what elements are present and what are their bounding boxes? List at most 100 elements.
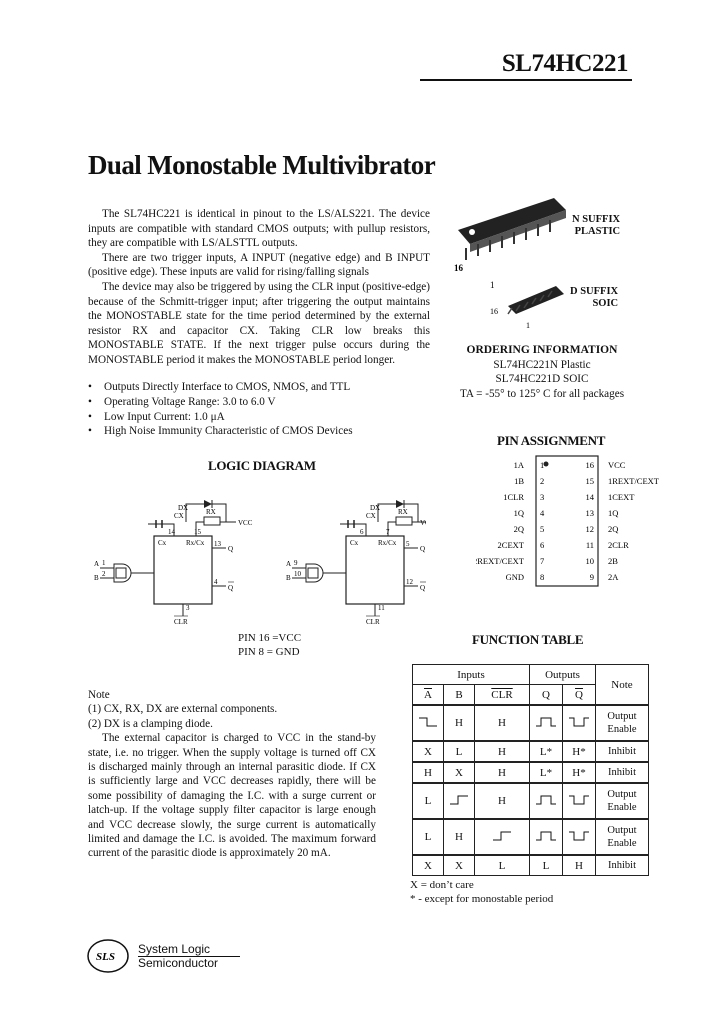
pin1-marker	[543, 461, 549, 467]
pin-name-left: 1B	[514, 476, 524, 486]
table-cell-note: Output Enable	[595, 782, 649, 820]
pin-label: 14	[168, 528, 176, 536]
table-cell-a: L	[412, 818, 444, 856]
logic-diagram-heading: LOGIC DIAGRAM	[208, 458, 316, 473]
col-qbar: Q	[562, 684, 596, 706]
pin-name-right: VCC	[608, 460, 626, 470]
pin-label: 2	[102, 570, 106, 578]
pin-number-left: 5	[540, 524, 544, 534]
description: The SL74HC221 is identical in pinout to …	[88, 207, 430, 368]
col-q: Q	[529, 684, 563, 706]
pin-number-right: 16	[586, 460, 595, 470]
table-cell-q	[529, 818, 563, 856]
table-cell-clr: H	[474, 740, 530, 763]
table-cell-clr: L	[474, 854, 530, 876]
n-suffix: N SUFFIX PLASTIC	[572, 214, 620, 238]
pin-name-left: 2REXT/CEXT	[476, 556, 525, 566]
n-suffix-type: PLASTIC	[574, 226, 621, 237]
cx-label: CX	[366, 512, 376, 520]
note-section: Note (1) CX, RX, DX are external compone…	[88, 688, 376, 861]
logic-diagram: DX CX RX VCC 14 15 Cx Rx/Cx A B 1 2 13 Q…	[94, 500, 426, 626]
ic-body	[535, 455, 599, 587]
table-cell-qb: H*	[562, 761, 596, 784]
monostable-unit-2: DX CX RX VCC 6 7 Cx Rx/Cx A B 9 10 5 Q 1…	[286, 500, 426, 626]
pin-label: 13	[214, 540, 222, 548]
table-cell-note: Inhibit	[595, 740, 649, 763]
ordering-information: ORDERING INFORMATION SL74HC221N Plastic …	[446, 343, 638, 401]
table-cell-note: Output Enable	[595, 704, 649, 742]
table-cell-note: Inhibit	[595, 761, 649, 784]
pin-number-right: 14	[586, 492, 595, 502]
pin-name-left: 2CEXT	[498, 540, 525, 550]
table-cell-clr	[474, 818, 530, 856]
pin-number-left: 8	[540, 572, 544, 582]
page-title: Dual Monostable Multivibrator	[88, 150, 436, 180]
b-input-label: B	[94, 574, 99, 582]
pin-power-note: PIN 16 =VCC PIN 8 = GND	[238, 632, 301, 659]
resistor-rx	[395, 516, 413, 526]
d-suffix: D SUFFIX SOIC	[570, 286, 618, 310]
rxcx-input-label: Rx/Cx	[186, 539, 205, 547]
vcc-label: VCC	[420, 519, 426, 527]
pin-label: 7	[386, 528, 390, 536]
company-name: System Logic Semiconductor	[138, 943, 241, 970]
table-cell-qb	[562, 818, 596, 856]
pin16-label: 16	[454, 263, 464, 273]
legend-except: * - except for monostable period	[410, 892, 554, 905]
table-cell-clr: H	[474, 761, 530, 784]
feature-item: Outputs Directly Interface to CMOS, NMOS…	[88, 380, 430, 395]
ordering-line: SL74HC221N Plastic	[493, 358, 591, 371]
qbar-output-label: Q	[228, 584, 233, 592]
d-suffix-type: SOIC	[592, 298, 619, 309]
feature-item: High Noise Immunity Characteristic of CM…	[88, 424, 430, 439]
vcc-label: VCC	[238, 519, 253, 527]
pin-label: 4	[214, 578, 218, 586]
pin-name-left: 1Q	[514, 508, 524, 518]
rxcx-input-label: Rx/Cx	[378, 539, 397, 547]
table-cell-a: L	[412, 782, 444, 820]
pin-name-right: 1Q	[608, 508, 618, 518]
and-gate	[305, 563, 324, 583]
feature-item: Operating Voltage Range: 3.0 to 6.0 V	[88, 395, 430, 410]
pin-label: 10	[294, 570, 302, 578]
pin-number-right: 15	[586, 476, 595, 486]
outputs-header: Outputs	[529, 664, 596, 685]
table-cell-qb	[562, 704, 596, 742]
pin1-label: 1	[490, 280, 495, 290]
table-cell-qb: H*	[562, 740, 596, 763]
rx-label: RX	[398, 508, 408, 516]
table-cell-q: L*	[529, 740, 563, 763]
note-body: The external capacitor is charged to VCC…	[88, 732, 376, 860]
monostable-unit-1: DX CX RX VCC 14 15 Cx Rx/Cx A B 1 2 13 Q…	[94, 500, 253, 626]
part-number: SL74HC221	[501, 50, 629, 77]
table-cell-q	[529, 704, 563, 742]
table-cell-clr: H	[474, 704, 530, 742]
table-cell-q	[529, 782, 563, 820]
pin-note-gnd: PIN 8 = GND	[238, 645, 300, 658]
pin-name-left: 2Q	[514, 524, 524, 534]
header-rule	[420, 79, 632, 81]
table-cell-qb	[562, 782, 596, 820]
feature-item: Low Input Current: 1.0 μA	[88, 410, 430, 425]
pin-name-right: 2Q	[608, 524, 618, 534]
diode-dx	[396, 500, 404, 508]
package-illustration: 16 1 16 1	[454, 198, 566, 330]
pin-number-left: 6	[540, 540, 544, 550]
pin-label: 1	[102, 559, 106, 567]
a-input-label: A	[94, 560, 99, 568]
table-cell-b	[443, 782, 475, 820]
cx-input-label: Cx	[158, 539, 167, 547]
table-cell-note: Output Enable	[595, 818, 649, 856]
note-item: (1) CX, RX, DX are external components.	[88, 703, 278, 716]
soic-pin1-label: 1	[526, 321, 530, 330]
qbar-output-label: Q	[420, 584, 425, 592]
table-cell-b: H	[443, 704, 475, 742]
col-b: B	[443, 684, 475, 706]
pin-name-right: 2B	[608, 556, 618, 566]
cx-input-label: Cx	[350, 539, 359, 547]
pin-name-right: 2A	[608, 572, 619, 582]
